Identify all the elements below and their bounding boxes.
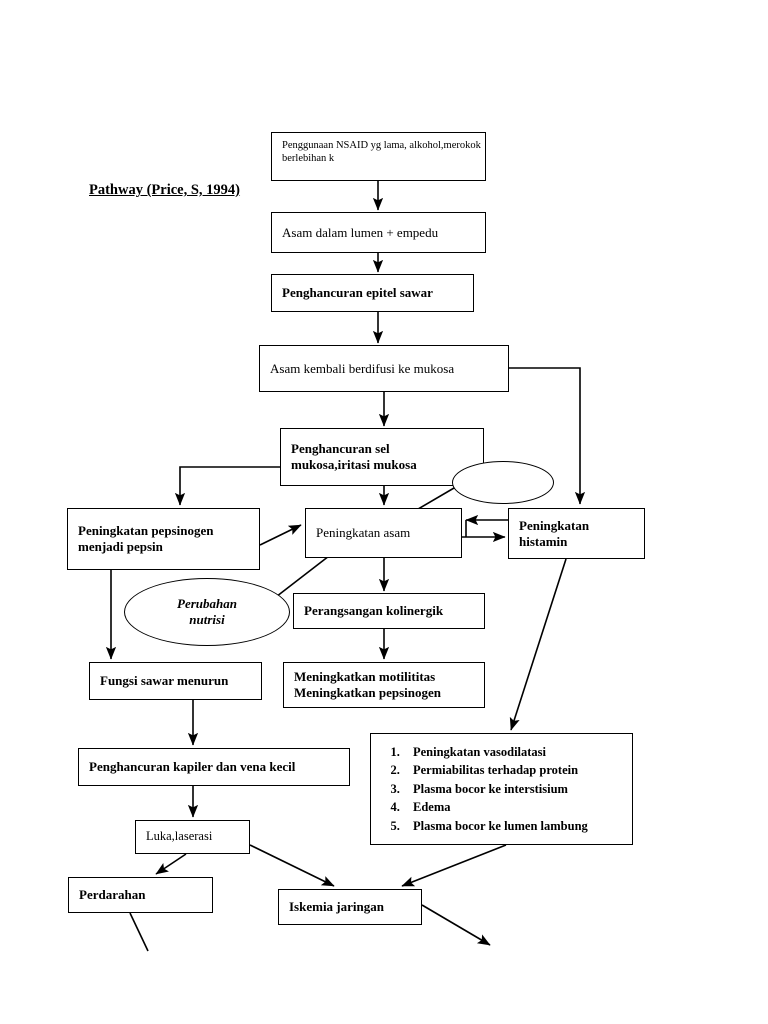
node-label: Iskemia jaringan <box>289 899 384 915</box>
node-label: Penghancuran sel mukosa,iritasi mukosa <box>291 441 417 472</box>
node-meningkatkan-motilitas: Meningkatkan motilititas Meningkatkan pe… <box>283 662 485 708</box>
connector-list-to-iskemia <box>401 844 507 887</box>
node-label: Meningkatkan motilititas Meningkatkan pe… <box>294 669 442 700</box>
node-label: Penghancuran kapiler dan vena kecil <box>89 759 296 775</box>
node-label: Peningkatan asam <box>316 525 411 541</box>
connector-luka-to-perdarahan <box>155 853 187 875</box>
connector-iskemia-tail <box>421 904 491 946</box>
node-iskemia-jaringan: Iskemia jaringan <box>278 889 422 925</box>
connector-penghancuransel-to-pepsinogen <box>174 466 280 506</box>
node-label: Perdarahan <box>79 887 146 903</box>
node-perdarahan: Perdarahan <box>68 877 213 913</box>
node-label: Luka,laserasi <box>146 829 213 844</box>
node-penggunaan-nsaid: Penggunaan NSAID yg lama, alkohol,meroko… <box>271 132 486 181</box>
connector-perdarahan-tail <box>129 912 149 952</box>
ellipse-perubahan-nutrisi: Perubahan nutrisi <box>124 578 290 646</box>
node-penghancuran-kapiler: Penghancuran kapiler dan vena kecil <box>78 748 350 786</box>
numbered-consequences-box: Peningkatan vasodilatasiPermiabilitas te… <box>370 733 633 845</box>
node-label: Peningkatan histamin <box>519 517 590 549</box>
node-penghancuran-sel-mukosa: Penghancuran sel mukosa,iritasi mukosa <box>280 428 484 486</box>
connector-histamin-to-list <box>509 558 567 731</box>
node-label: Peningkatan pepsinogen menjadi pepsin <box>78 523 214 554</box>
list-item: Permiabilitas terhadap protein <box>403 761 624 779</box>
ellipse-unlabeled <box>452 461 554 504</box>
node-asam-dalam-lumen: Asam dalam lumen + empedu <box>271 212 486 253</box>
connector-pepsinogen-to-asam <box>259 524 302 546</box>
node-asam-kembali-berdifusi: Asam kembali berdifusi ke mukosa <box>259 345 509 392</box>
list-item: Edema <box>403 798 624 816</box>
node-peningkatan-asam: Peningkatan asam <box>305 508 462 558</box>
node-fungsi-sawar-menurun: Fungsi sawar menurun <box>89 662 262 700</box>
list-item: Plasma bocor ke interstisium <box>403 780 624 798</box>
consequences-list: Peningkatan vasodilatasiPermiabilitas te… <box>375 743 624 835</box>
node-perangsangan-kolinergik: Perangsangan kolinergik <box>293 593 485 629</box>
node-label: Perangsangan kolinergik <box>304 603 444 619</box>
list-item: Peningkatan vasodilatasi <box>403 743 624 761</box>
connector-luka-to-iskemia <box>249 844 335 887</box>
node-label: Asam kembali berdifusi ke mukosa <box>270 360 455 376</box>
node-luka-laserasi: Luka,laserasi <box>135 820 250 854</box>
page-title: Pathway (Price, S, 1994) <box>89 182 241 198</box>
node-label: Penghancuran epitel sawar <box>282 285 433 301</box>
node-peningkatan-pepsinogen: Peningkatan pepsinogen menjadi pepsin <box>67 508 260 570</box>
list-item: Plasma bocor ke lumen lambung <box>403 817 624 835</box>
node-penghancuran-epitel-sawar: Penghancuran epitel sawar <box>271 274 474 312</box>
node-label: Asam dalam lumen + empedu <box>282 224 439 240</box>
node-label: Fungsi sawar menurun <box>100 673 229 689</box>
node-peningkatan-histamin: Peningkatan histamin <box>508 508 645 559</box>
node-label: Penggunaan NSAID yg lama, alkohol,meroko… <box>282 140 481 164</box>
